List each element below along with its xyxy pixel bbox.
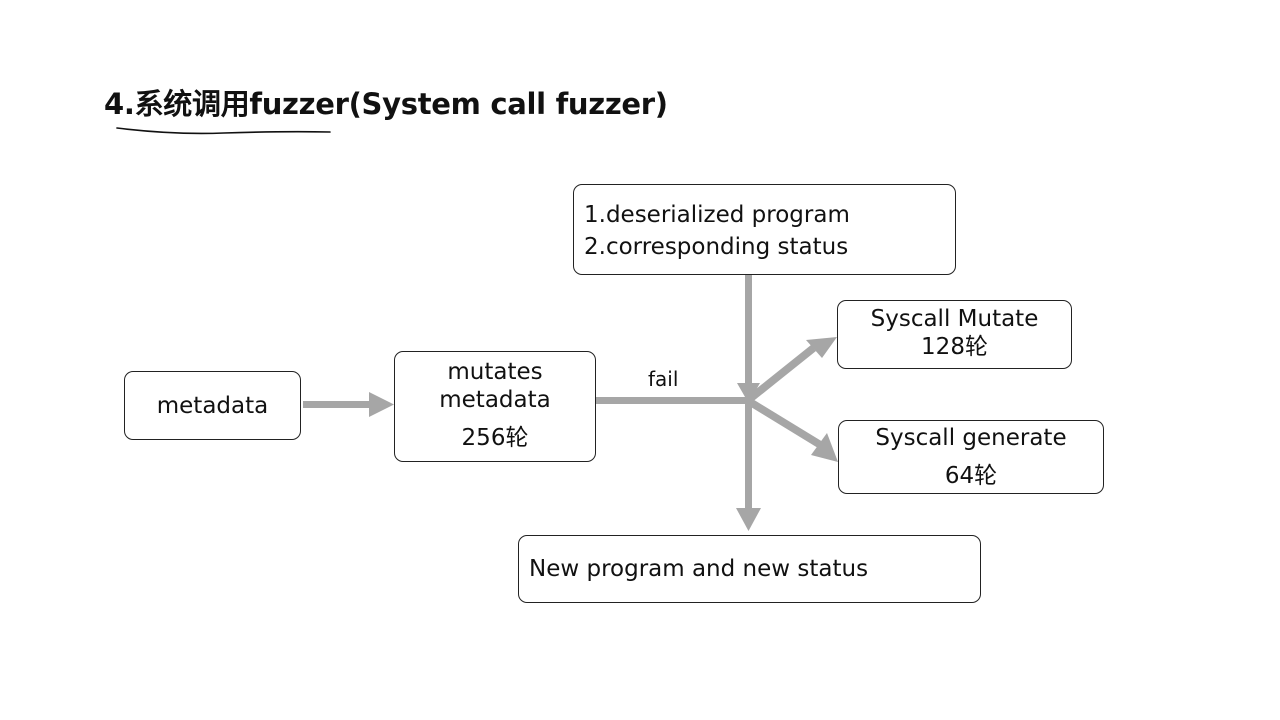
- arrow-junction-to-new-program: [745, 400, 752, 512]
- slide-title: 4.系统调用fuzzer(System call fuzzer): [104, 87, 668, 121]
- arrow-metadata-to-mutates: [303, 401, 373, 408]
- arrowhead-deserialized-to-junction: [737, 383, 760, 403]
- node-metadata: metadata: [124, 371, 301, 440]
- arrow-junction-to-syscall-generate: [746, 398, 823, 448]
- arrowhead-junction-to-new-program: [736, 508, 761, 531]
- arrowhead-junction-to-syscall-generate: [811, 433, 838, 462]
- node-mutates-line2: metadata: [439, 387, 551, 413]
- node-metadata-label: metadata: [156, 392, 269, 419]
- node-new-program-label: New program and new status: [529, 556, 869, 582]
- arrowhead-junction-to-syscall-mutate: [806, 337, 837, 358]
- arrow-junction-to-syscall-mutate: [746, 345, 816, 403]
- node-mutates-metadata: mutates metadata 256轮: [394, 351, 596, 462]
- node-deserialized-line2: 2.corresponding status: [584, 234, 849, 260]
- node-deserialized-line1: 1.deserialized program: [584, 202, 850, 228]
- node-syscall-generate-line2: 64轮: [944, 463, 998, 489]
- node-mutates-line1: mutates: [447, 359, 543, 385]
- connector-deserialized-to-junction: [745, 275, 752, 387]
- node-syscall-mutate-line1: Syscall Mutate: [870, 306, 1039, 332]
- node-deserialized-program: 1.deserialized program 2.corresponding s…: [573, 184, 956, 275]
- node-mutates-count: 256轮: [461, 425, 529, 451]
- connector-mutates-to-junction: [596, 397, 752, 404]
- node-syscall-mutate: Syscall Mutate 128轮: [837, 300, 1072, 369]
- node-new-program: New program and new status: [518, 535, 981, 603]
- node-syscall-mutate-line2: 128轮: [921, 334, 988, 360]
- arrowhead-metadata-to-mutates: [369, 392, 394, 417]
- edge-label-fail: fail: [648, 367, 679, 391]
- node-syscall-generate-line1: Syscall generate: [875, 425, 1067, 451]
- title-underline: [116, 127, 331, 135]
- node-syscall-generate: Syscall generate 64轮: [838, 420, 1104, 494]
